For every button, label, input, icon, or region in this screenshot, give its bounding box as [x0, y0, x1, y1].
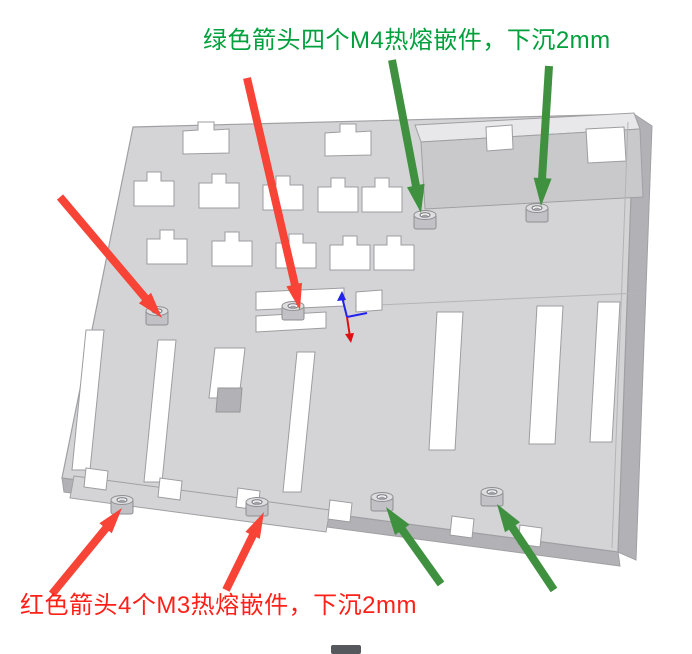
m4-insert-boss-4	[480, 487, 504, 507]
right-rim-line	[611, 121, 629, 549]
raised-block-recess	[585, 126, 627, 164]
m3-insert-boss-3	[110, 495, 134, 515]
coordinate-axis-icon	[337, 291, 368, 343]
mid-right-edge-line	[354, 292, 641, 307]
top-cutouts	[182, 121, 372, 157]
green-arrow-4	[497, 504, 558, 593]
m4-annotation-label: 绿色箭头四个M4热熔嵌件，下沉2mm	[203, 27, 611, 54]
red-arrow-1	[56, 194, 162, 318]
m4-insert-boss-3	[370, 492, 394, 512]
green-arrow-2	[533, 65, 553, 206]
latch-tab	[215, 387, 243, 413]
red-arrow-3	[48, 508, 122, 597]
raised-block-notch	[485, 124, 514, 152]
red-arrows	[48, 77, 302, 597]
green-arrow-3	[386, 507, 445, 587]
green-arrow-1	[388, 59, 425, 213]
cad-model-plate	[61, 112, 653, 567]
red-arrow-4	[222, 512, 264, 592]
m3-insert-boss-4	[245, 497, 269, 517]
red-arrow-2	[243, 77, 302, 310]
raised-block	[414, 112, 644, 210]
m3-annotation-label: 红色箭头4个M3热熔嵌件，下沉2mm	[20, 592, 418, 619]
m4-insert-boss-2	[525, 203, 549, 223]
green-arrows	[386, 59, 558, 593]
bottom-edge-notches	[83, 467, 543, 548]
vertical-slots	[71, 301, 621, 493]
bottom-screen-artifact	[331, 645, 361, 654]
m3-insert-boss-2	[281, 301, 305, 321]
m4-insert-boss-1	[413, 210, 437, 230]
